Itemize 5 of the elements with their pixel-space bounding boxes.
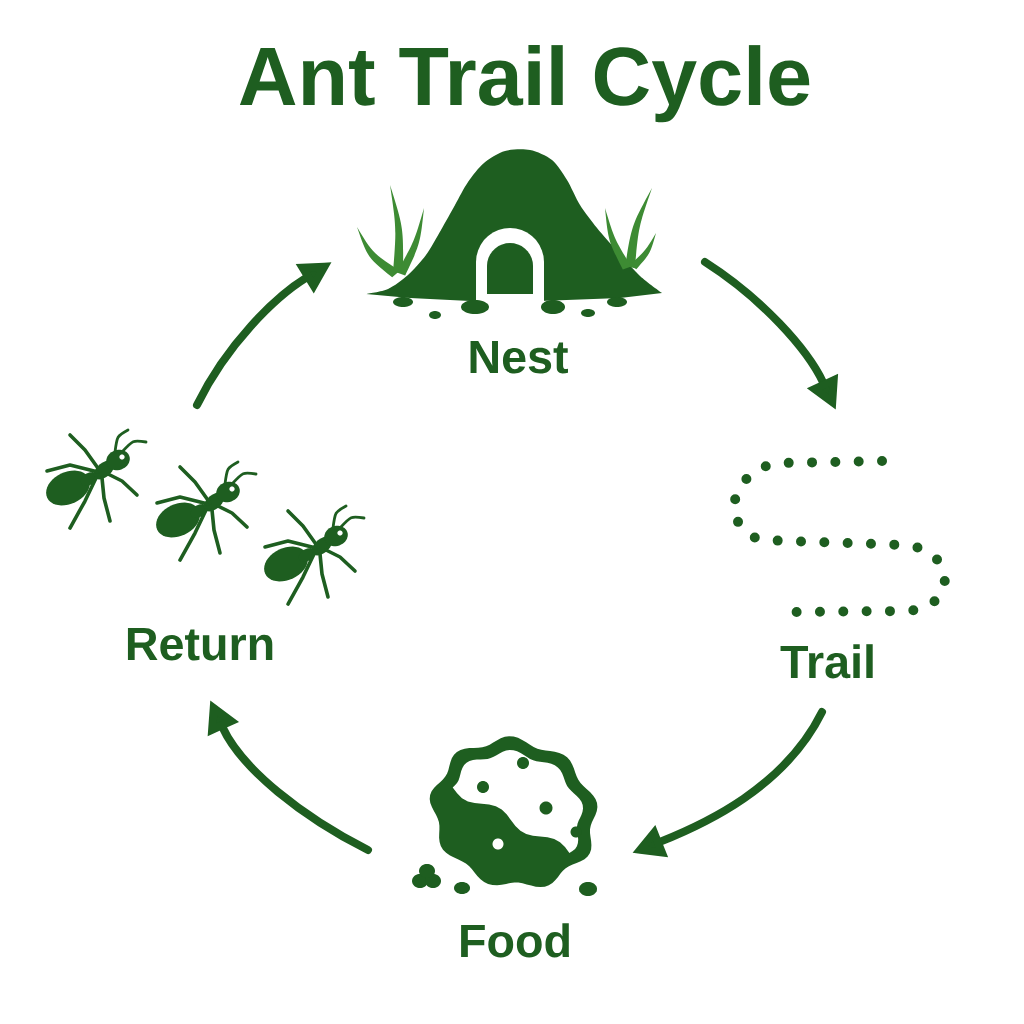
- step-label: Nest: [470, 340, 568, 374]
- title: Ant Trail Cycle: [239, 45, 810, 123]
- step-label: Trail: [780, 644, 873, 679]
- step-label: Food: [461, 923, 569, 958]
- step-label: Return: [127, 627, 273, 661]
